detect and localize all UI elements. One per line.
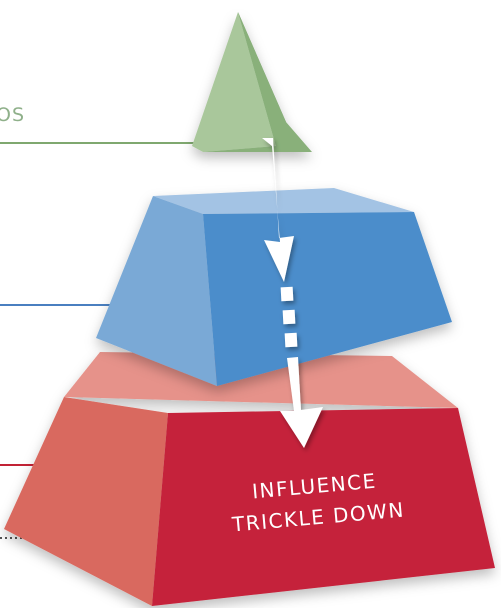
bottom-tier-front-face xyxy=(152,408,495,606)
trickle-down-arrows xyxy=(262,138,323,448)
middle-tier-top-face xyxy=(153,188,414,214)
top-tier-side-face xyxy=(192,12,276,152)
lower-arrow-icon xyxy=(280,357,323,448)
middle-tier xyxy=(96,188,452,386)
bottom-tier-side-face xyxy=(4,397,168,606)
bottom-tier xyxy=(4,352,495,606)
arrow-dash-3 xyxy=(284,332,298,348)
middle-tier-side-face xyxy=(96,196,217,386)
upper-arrow-icon xyxy=(262,138,294,282)
arrow-dash-1 xyxy=(280,286,294,302)
middle-tier-front-face xyxy=(203,212,452,386)
top-tier-label-fragment: OS xyxy=(0,104,26,126)
top-tier xyxy=(192,12,312,152)
arrow-dash-2 xyxy=(282,309,296,325)
bottom-tier-top-face xyxy=(64,352,458,408)
